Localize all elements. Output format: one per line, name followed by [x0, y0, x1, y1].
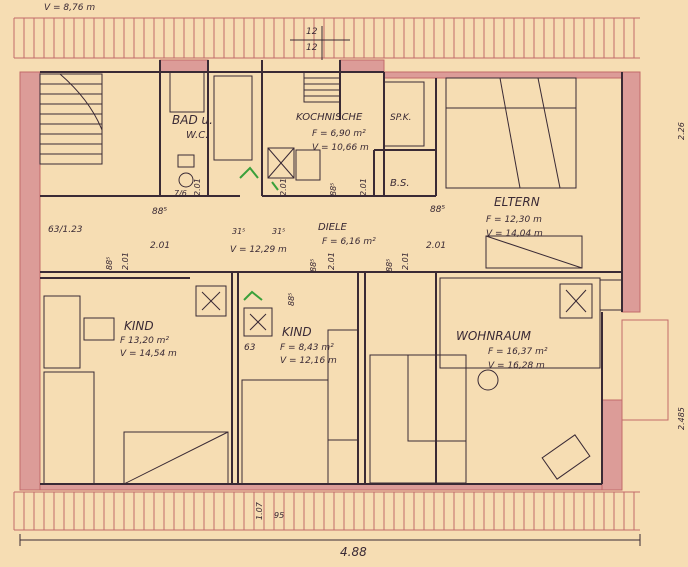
dim-88s-d: 88⁵ [105, 257, 114, 270]
wohnraum-label: WOHNRAUM [456, 329, 532, 343]
kind1-volume: V = 14,54 m [120, 349, 177, 359]
bad-label-2: W.C. [186, 130, 208, 141]
dim-bottom-width: 4.88 [340, 545, 367, 559]
wohnraum-volume: V = 16,28 m [488, 361, 545, 371]
dim-63: 63 [244, 343, 256, 353]
kind2-volume: V = 12,16 m [280, 356, 337, 366]
wohnraum-area: F = 16,37 m² [488, 347, 548, 357]
dim-315-a: 31⁵ [232, 227, 245, 236]
dim-88s-e: 88⁵ [309, 259, 318, 272]
kind2-label: KIND [282, 325, 312, 339]
kochnische-volume: V = 10,66 m [312, 143, 369, 153]
dim-76: 7/6 [174, 189, 187, 198]
top-wall-kitchen [339, 59, 385, 73]
right-outer-wall-lower [601, 399, 623, 491]
dim-right-2485: 2.485 [677, 407, 686, 430]
spk-label: SP.K. [390, 113, 412, 123]
dim-201-a: 2.01 [193, 178, 202, 196]
dim-201-c: 2.01 [359, 178, 368, 196]
kitchen-fixtures [267, 81, 425, 181]
staircase [39, 73, 103, 165]
wohnraum-furniture [369, 277, 601, 484]
diele-volume: V = 12,29 m [230, 245, 287, 255]
balcony [621, 319, 669, 421]
dim-right-226: 2.26 [677, 122, 686, 140]
dim-top-12a: 12 [306, 27, 318, 37]
dim-88s-c: 88⁵ [329, 183, 338, 196]
bad-label-1: BAD u. [172, 113, 213, 127]
dim-63-123: 63/1.23 [48, 225, 83, 235]
dim-top-left: V = 8,76 m [44, 3, 95, 13]
dim-88s-a: 88⁵ [152, 207, 167, 217]
dim-201-g: 2.01 [401, 252, 410, 270]
top-wall-right [383, 71, 623, 79]
eltern-volume: V = 14,04 m [486, 229, 543, 239]
interior-walls [40, 60, 623, 485]
dim-88s-g: 88⁵ [287, 293, 296, 306]
top-wall-bath [159, 59, 209, 73]
bathroom-fixtures [169, 71, 253, 188]
green-markings [239, 166, 279, 301]
kochnische-area: F = 6,90 m² [312, 129, 366, 139]
dim-201-b: 2.01 [279, 178, 288, 196]
eltern-label: ELTERN [494, 195, 540, 209]
diele-area: F = 6,16 m² [322, 237, 376, 247]
dim-201-f: 2.01 [327, 252, 336, 270]
kitchen-steps [290, 26, 350, 103]
dimension-lines [19, 534, 641, 546]
dim-top-12b: 12 [306, 43, 318, 53]
kind2-area: F = 8,43 m² [280, 343, 334, 353]
kind1-furniture [43, 285, 229, 485]
kind1-area: F 13,20 m² [120, 336, 169, 346]
kind1-label: KIND [124, 319, 154, 333]
dim-201-h: 2.01 [121, 252, 130, 270]
bs-label: B.S. [390, 178, 410, 189]
eltern-bed [445, 77, 623, 311]
dim-201-e: 2.01 [426, 241, 446, 251]
eltern-area: F = 12,30 m [486, 215, 542, 225]
dim-201-d: 2.01 [150, 241, 170, 251]
dim-315-b: 31⁵ [272, 227, 285, 236]
diele-label: DIELE [318, 222, 348, 233]
dim-95: 95 [274, 511, 284, 520]
dim-107: 1.07 [255, 501, 264, 520]
dim-88s-b: 88⁵ [430, 205, 445, 215]
left-outer-wall [19, 71, 41, 491]
right-outer-wall-upper [621, 71, 641, 313]
kind2-furniture [241, 307, 359, 485]
kochnische-label: KOCHNISCHE [296, 112, 363, 123]
roof-hatching [13, 17, 640, 531]
dim-88s-f: 88⁵ [385, 259, 394, 272]
